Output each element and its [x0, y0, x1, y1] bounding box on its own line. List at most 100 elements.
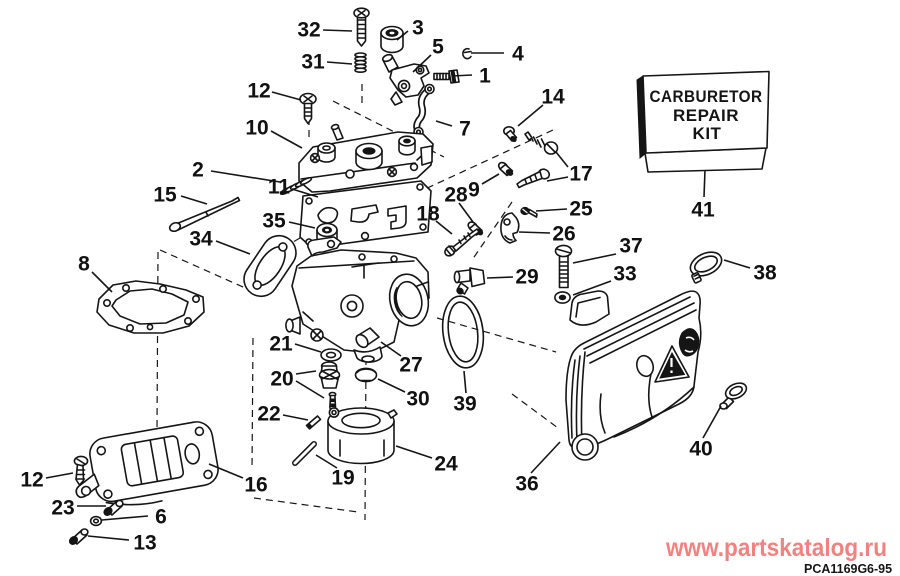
- callout-12[interactable]: 12: [20, 469, 43, 492]
- leader-line-9: [481, 173, 500, 185]
- part-39-o-ring: [441, 295, 485, 369]
- callout-11[interactable]: 11: [268, 176, 291, 199]
- callout-5[interactable]: 5: [432, 36, 444, 59]
- leader-line-15: [180, 195, 208, 205]
- callout-27[interactable]: 27: [399, 354, 422, 377]
- footer-part-code: PCA1169G: [804, 562, 867, 576]
- part-10-pump-cover: [298, 123, 434, 193]
- callout-36[interactable]: 36: [515, 473, 538, 496]
- leader-line-21: [294, 343, 322, 353]
- leader-line-13: [87, 535, 130, 541]
- leader-line-12: [271, 91, 302, 101]
- part-17-screw-and-spring: [516, 131, 559, 189]
- callout-38[interactable]: 38: [753, 262, 777, 285]
- part-26-retainer-clip: [500, 212, 520, 244]
- leader-line-22: [282, 414, 309, 421]
- part-3-cup: [380, 25, 404, 54]
- callout-6[interactable]: 6: [155, 506, 167, 529]
- leader-line-38: [723, 259, 751, 269]
- parts-artwork: [68, 7, 748, 545]
- callout-7[interactable]: 7: [459, 118, 471, 141]
- footer-date-code: 6-95: [867, 562, 892, 576]
- part-31-spring: [354, 52, 367, 73]
- part-34-gasket: [243, 234, 297, 298]
- part-21-washer: [320, 348, 342, 362]
- part-33-grommet: [554, 291, 571, 304]
- callout-40[interactable]: 40: [689, 438, 712, 461]
- watermark-link[interactable]: www.partskatalog.ru: [665, 534, 887, 562]
- part-carburetor-body: [285, 236, 430, 363]
- leader-line-1: [451, 74, 473, 77]
- leader-line-20: [295, 380, 325, 399]
- callout-22[interactable]: 22: [257, 403, 280, 426]
- callout-41[interactable]: 41: [691, 199, 715, 222]
- callout-15[interactable]: 15: [153, 184, 177, 207]
- leader-line-17: [546, 176, 569, 182]
- leader-line-3: [396, 30, 409, 41]
- part-19-hinge-pin: [292, 441, 317, 466]
- callout-1[interactable]: 1: [479, 65, 491, 88]
- callout-26[interactable]: 26: [552, 223, 575, 246]
- part-9-cap: [497, 161, 514, 177]
- callout-35[interactable]: 35: [262, 210, 286, 233]
- repair-kit-box-line1: CARBURETOR: [650, 87, 763, 106]
- leader-line-24: [395, 445, 433, 459]
- part-36-air-silencer: [565, 290, 702, 461]
- callout-20[interactable]: 20: [270, 368, 293, 391]
- callout-19[interactable]: 19: [331, 467, 354, 490]
- callout-3[interactable]: 3: [412, 17, 424, 40]
- callout-17[interactable]: 17: [569, 163, 592, 186]
- callout-30[interactable]: 30: [406, 388, 429, 411]
- callout-24[interactable]: 24: [434, 453, 458, 476]
- callout-32[interactable]: 32: [297, 19, 320, 42]
- callout-33[interactable]: 33: [613, 263, 636, 286]
- callout-10[interactable]: 10: [245, 117, 268, 140]
- part-16-float-bowl: [75, 421, 219, 506]
- leader-line-25: [535, 208, 568, 212]
- callout-8[interactable]: 8: [78, 253, 90, 276]
- leader-line-39: [463, 370, 467, 394]
- part-12-screw-top: [299, 92, 317, 125]
- part-32-screw: [353, 7, 370, 47]
- leader-line-11: [291, 188, 319, 198]
- callout-25[interactable]: 25: [569, 198, 593, 221]
- leader-line-30: [377, 378, 406, 393]
- callout-18[interactable]: 18: [416, 203, 440, 226]
- callout-29[interactable]: 29: [515, 266, 538, 289]
- leader-line-5: [412, 54, 432, 73]
- leader-line-40: [702, 405, 722, 439]
- leader-line-8: [91, 271, 113, 293]
- leader-line-16: [208, 463, 244, 479]
- callout-12[interactable]: 12: [247, 80, 270, 103]
- callout-37[interactable]: 37: [619, 235, 642, 258]
- caution-pictogram-icon: [678, 328, 700, 357]
- leader-line-6: [101, 515, 149, 521]
- callout-13[interactable]: 13: [133, 532, 156, 555]
- callout-28[interactable]: 28: [444, 184, 468, 207]
- part-6-ring: [89, 515, 103, 527]
- callout-39[interactable]: 39: [453, 393, 476, 416]
- repair-kit-box-line3: KIT: [693, 124, 722, 143]
- callout-9[interactable]: 9: [468, 179, 480, 202]
- repair-kit-box-line2: REPAIR: [673, 106, 739, 125]
- callout-14[interactable]: 14: [541, 86, 565, 109]
- callout-4[interactable]: 4: [512, 43, 524, 66]
- leader-line-32: [322, 29, 353, 32]
- callout-2[interactable]: 2: [192, 159, 204, 182]
- leader-line-35: [288, 221, 316, 229]
- callout-16[interactable]: 16: [244, 474, 267, 497]
- part-8-gasket: [96, 280, 205, 334]
- callout-31[interactable]: 31: [301, 51, 325, 74]
- leader-line-12: [45, 472, 74, 479]
- leader-line-34: [215, 240, 251, 255]
- callout-34[interactable]: 34: [189, 228, 213, 251]
- leader-line-17: [555, 151, 569, 168]
- part-23-plug: [103, 499, 124, 516]
- leader-line-18: [435, 220, 453, 235]
- part-14-plug: [502, 126, 518, 143]
- part-24-float: [327, 407, 398, 465]
- callout-23[interactable]: 23: [51, 497, 74, 520]
- callout-21[interactable]: 21: [269, 333, 293, 356]
